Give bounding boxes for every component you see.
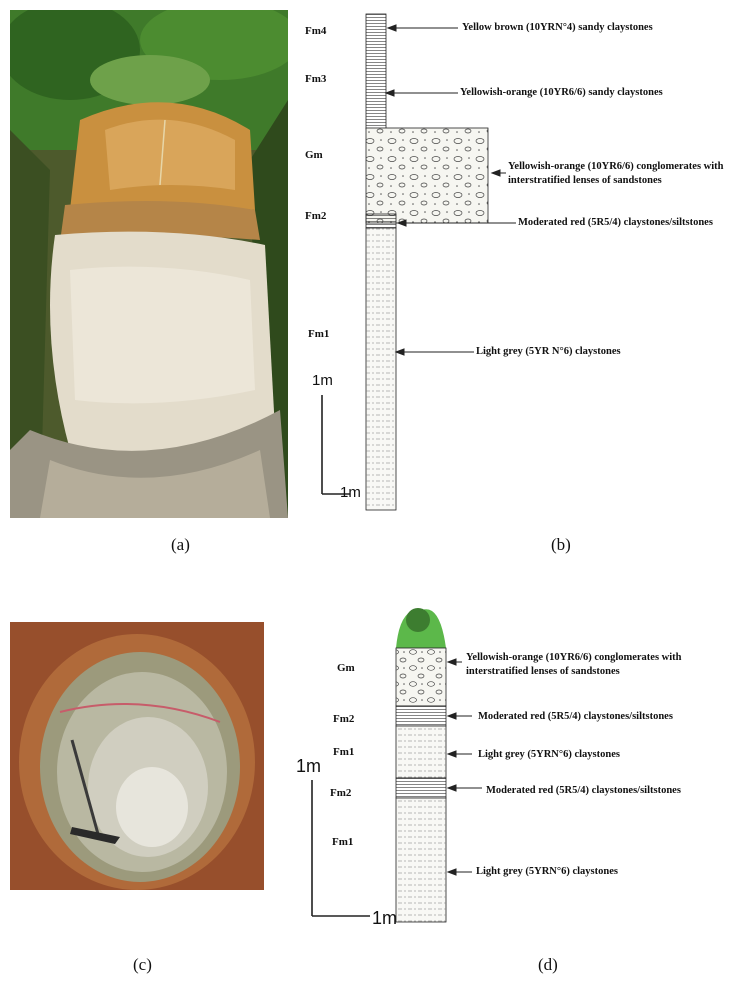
unit-d-gm: Gm bbox=[337, 662, 355, 674]
desc-d-gm-line2: interstratified lenses of sandstones bbox=[466, 665, 620, 678]
unit-b-gm: Gm bbox=[305, 149, 323, 161]
unit-b-fm1: Fm1 bbox=[308, 328, 329, 340]
desc-b-fm2: Moderated red (5R5/4) claystones/siltsto… bbox=[518, 216, 713, 229]
desc-b-fm1: Light grey (5YR N°6) claystones bbox=[476, 345, 621, 358]
unit-d-fm1-upper: Fm1 bbox=[333, 746, 354, 758]
scale-d-horizontal: 1m bbox=[372, 908, 397, 929]
scale-d-vertical: 1m bbox=[296, 756, 321, 777]
unit-b-fm4: Fm4 bbox=[305, 25, 326, 37]
desc-b-fm3: Yellowish-orange (10YR6/6) sandy claysto… bbox=[460, 86, 663, 99]
desc-d-fm1-lower: Light grey (5YRN°6) claystones bbox=[476, 865, 618, 878]
desc-b-fm4: Yellow brown (10YRN°4) sandy claystones bbox=[462, 21, 653, 34]
desc-d-fm1-upper: Light grey (5YRN°6) claystones bbox=[478, 748, 620, 761]
caption-b: (b) bbox=[551, 535, 571, 555]
unit-b-fm3: Fm3 bbox=[305, 73, 326, 85]
desc-b-gm-line2: interstratified lenses of sandstones bbox=[508, 174, 662, 187]
caption-d: (d) bbox=[538, 955, 558, 975]
unit-d-fm2-lower: Fm2 bbox=[330, 787, 351, 799]
scale-b-vertical: 1m bbox=[312, 372, 333, 389]
log-b bbox=[298, 10, 558, 510]
scale-b-horizontal: 1m bbox=[340, 484, 361, 501]
photo-a-outcrop bbox=[10, 10, 288, 518]
unit-b-fm2: Fm2 bbox=[305, 210, 326, 222]
caption-c: (c) bbox=[133, 955, 152, 975]
unit-d-fm1-lower: Fm1 bbox=[332, 836, 353, 848]
desc-d-gm-line1: Yellowish-orange (10YR6/6) conglomerates… bbox=[466, 651, 682, 664]
desc-d-fm2-upper: Moderated red (5R5/4) claystones/siltsto… bbox=[478, 710, 673, 723]
desc-b-gm-line1: Yellowish-orange (10YR6/6) conglomerates… bbox=[508, 160, 724, 173]
desc-d-fm2-lower: Moderated red (5R5/4) claystones/siltsto… bbox=[486, 784, 681, 797]
pit-illustration bbox=[10, 622, 264, 890]
photo-c-pit bbox=[10, 622, 264, 890]
unit-d-fm2-upper: Fm2 bbox=[333, 713, 354, 725]
caption-a: (a) bbox=[171, 535, 190, 555]
outcrop-illustration bbox=[10, 10, 288, 518]
log-d bbox=[300, 600, 550, 930]
